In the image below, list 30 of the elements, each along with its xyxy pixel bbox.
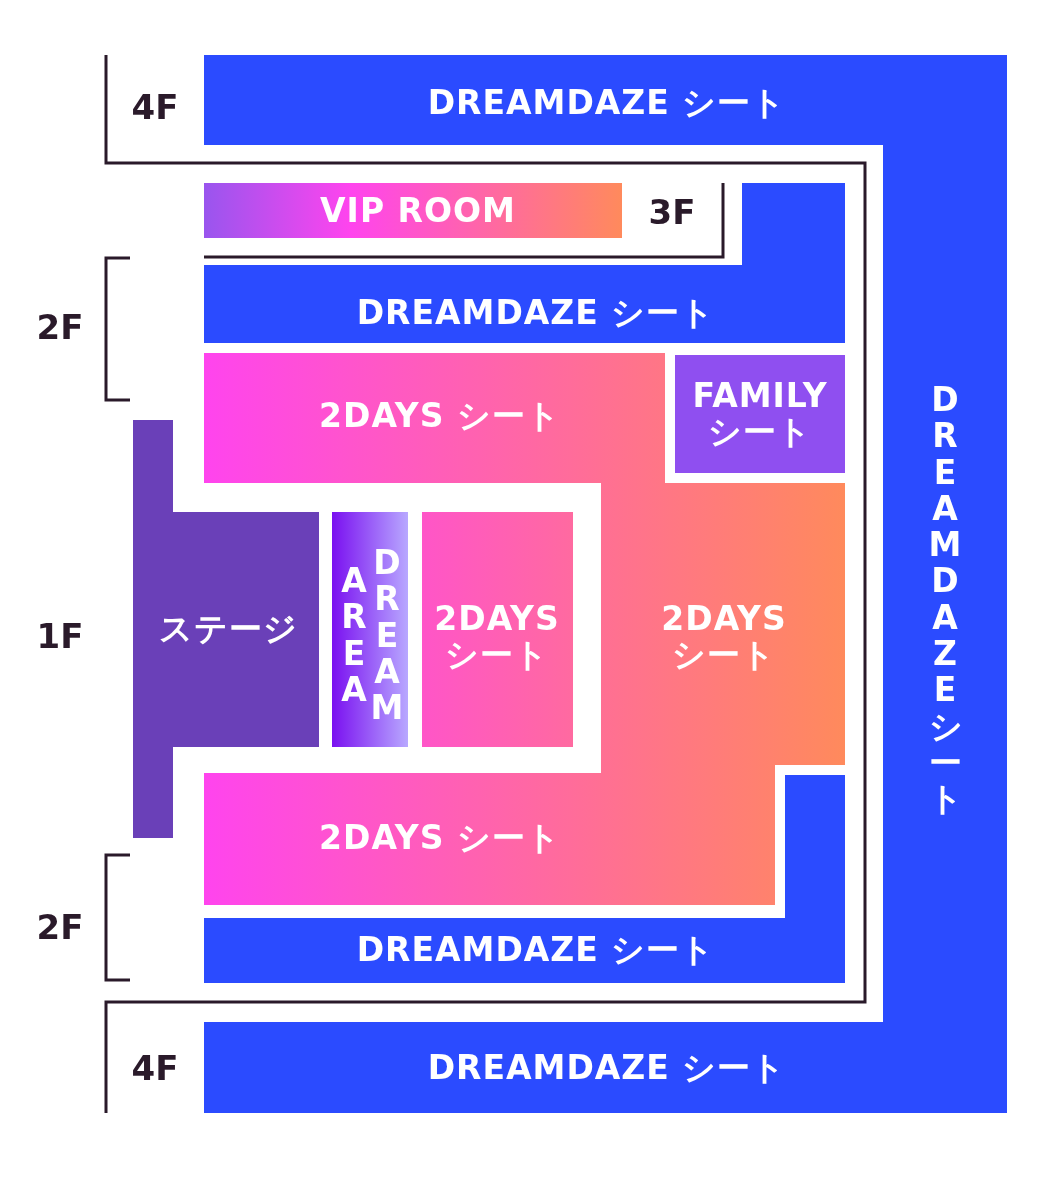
floor-label: 4F [131,1048,179,1088]
floor-label: 1F [36,616,84,656]
seat-label: DREAMDAZE シート [427,1049,787,1087]
area-block [332,512,408,747]
seat-label: DREAMDAZE シート [356,931,716,969]
seat-block [204,55,1007,145]
seat-block [883,145,1007,1022]
seat-label: FAMILY シート [691,377,829,451]
floor-label: 4F [131,87,179,127]
floor-label: 2F [36,307,84,347]
seat-block [675,355,845,473]
seat-block [204,1022,1007,1113]
seat-label: DREAMDAZE シート [356,294,716,332]
floor-label: 3F [648,192,696,232]
floor-label: 2F [36,907,84,947]
seat-block [204,775,845,983]
area-label: AREA [340,563,368,709]
seat-label: DREAMDAZE シート [427,84,787,122]
stage-block [133,420,319,838]
seat-label: 2DAYS シート [319,397,561,435]
seat-label: 2DAYS シート [433,600,561,674]
seat-block [422,512,573,747]
seat-block [204,183,845,343]
seat-label: 2DAYS シート [319,819,561,857]
room-block [204,183,622,238]
seat-label: 2DAYS シート [660,600,788,674]
seat-label: DREAMDAZE シート [928,382,962,818]
area-label: DREAM [370,545,404,727]
room-label: VIP ROOM [320,192,516,230]
stage-label: ステージ [158,610,298,648]
